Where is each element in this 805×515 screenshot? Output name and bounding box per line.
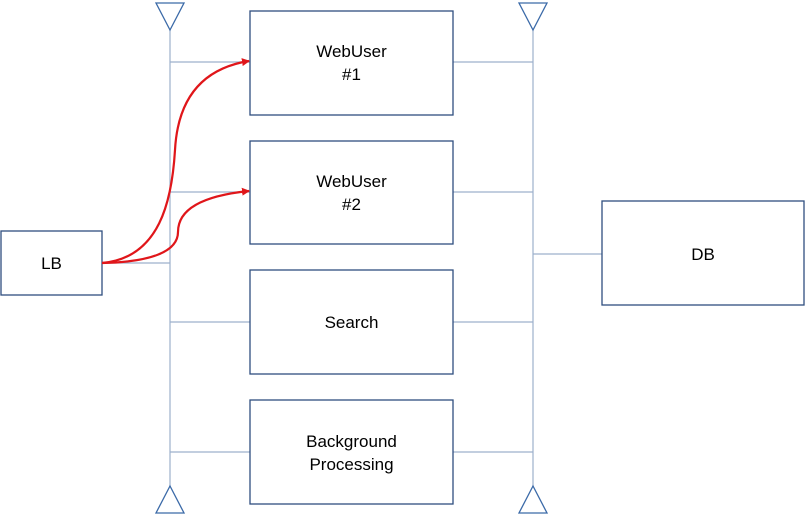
db-node: DB [601, 200, 805, 306]
triangle-icon [517, 484, 549, 514]
webuser2-label-line2: #2 [342, 195, 361, 214]
webuser1-node: WebUser #1 [249, 10, 454, 116]
background-processing-node: Background Processing [249, 399, 454, 505]
triangle-icon [517, 2, 549, 32]
triangle-icon [154, 2, 186, 32]
webuser2-label-line1: WebUser [316, 172, 387, 191]
webuser1-label-line1: WebUser [316, 42, 387, 61]
background-label-line2: Processing [309, 455, 393, 474]
db-label: DB [691, 245, 715, 264]
search-label: Search [325, 313, 379, 332]
lb-label: LB [41, 254, 62, 273]
webuser2-node: WebUser #2 [249, 140, 454, 245]
webuser1-label-line2: #1 [342, 65, 361, 84]
arrow-lb-to-webuser2 [101, 187, 250, 265]
arrow-lb-to-webuser1 [101, 58, 250, 265]
triangle-icon [154, 484, 186, 514]
background-label-line1: Background [306, 432, 397, 451]
search-node: Search [249, 269, 454, 375]
lb-node: LB [0, 230, 103, 296]
